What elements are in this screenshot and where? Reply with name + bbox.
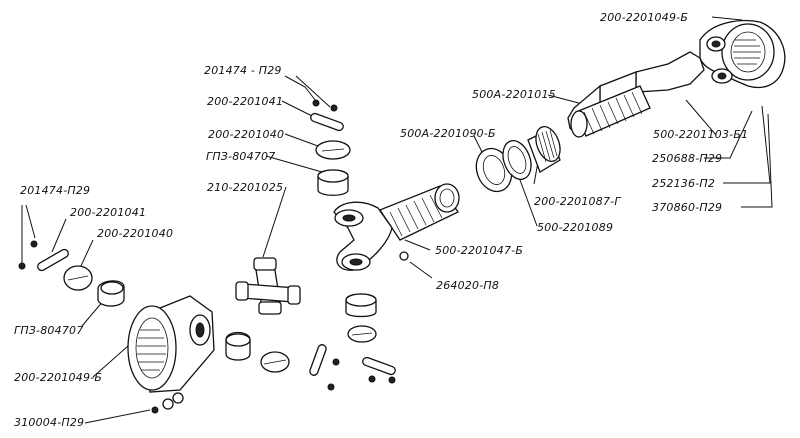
label-200-2201040-left: 200-2201040	[97, 227, 174, 240]
label-250688-p29: 250688-П29	[652, 152, 723, 165]
label-500a-2201015: 500А-2201015	[472, 88, 556, 101]
label-500a-2201090-b: 500А-2201090-Б	[400, 127, 496, 140]
label-201474-p29-left: 201474-П29	[20, 184, 91, 197]
label-200-2201041-left: 200-2201041	[70, 206, 147, 219]
label-201474-p29-top: 201474 - П29	[204, 64, 282, 77]
label-200-2201087-g: 200-2201087-Г	[534, 195, 621, 208]
middle-bottom-parts	[225, 293, 396, 391]
label-310004-p29: 310004-П29	[14, 416, 85, 429]
label-200-2201049-b-left: 200-2201049-Б	[14, 371, 103, 384]
label-gpz-804707-left: ГПЗ-804707	[14, 324, 84, 337]
label-264020-p8: 264020-П8	[436, 279, 500, 292]
universal-joint-cross	[235, 257, 301, 315]
top-small-parts	[310, 99, 351, 196]
flange-yoke-left	[127, 295, 215, 393]
label-200-2201049-b-top: 200-2201049-Б	[600, 11, 689, 24]
label-200-2201041-top: 200-2201041	[207, 95, 284, 108]
label-500-2201047-b: 500-2201047-Б	[435, 244, 524, 257]
flange-yoke-top-right	[699, 19, 786, 89]
label-500-2201103-b1: 500-2201103-Б1	[653, 128, 749, 141]
label-gpz-804707-top: ГПЗ-804707	[206, 150, 276, 163]
splined-shaft	[567, 51, 705, 138]
label-210-2201025: 210-2201025	[207, 181, 284, 194]
label-200-2201040-top: 200-2201040	[208, 128, 285, 141]
left-small-parts	[18, 240, 184, 414]
seal-rings	[475, 126, 561, 193]
label-252136-p2: 252136-П2	[652, 177, 716, 190]
label-370860-p29: 370860-П29	[652, 201, 723, 214]
slip-yoke	[333, 183, 460, 271]
label-500-2201089: 500-2201089	[537, 221, 614, 234]
